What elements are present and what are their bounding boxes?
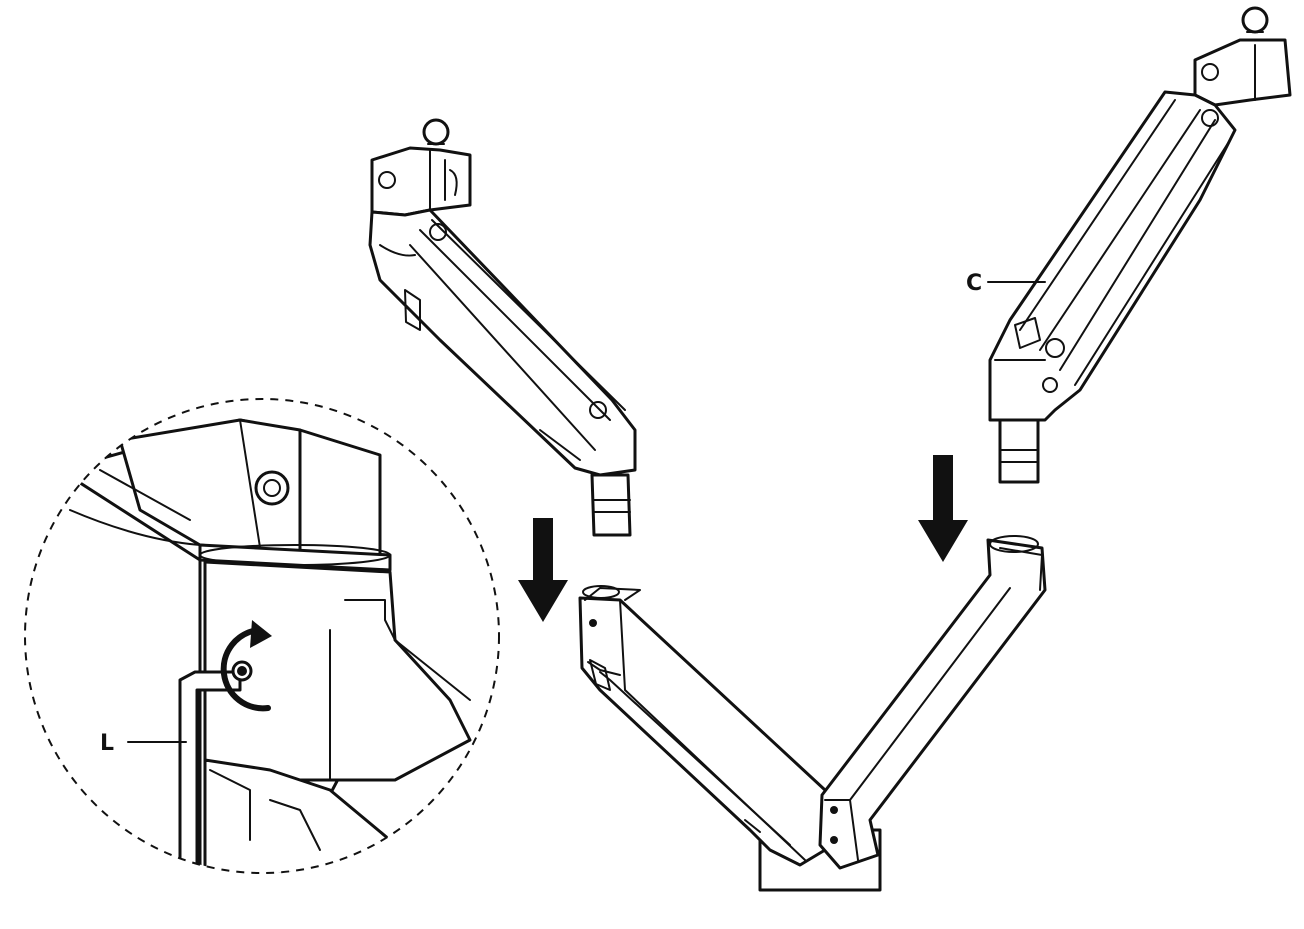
- label-l: L: [100, 731, 114, 756]
- lower-arm-left: [578, 585, 827, 867]
- tilt-head-left: [370, 146, 472, 217]
- arm-body-left: [368, 208, 637, 477]
- tilt-head-right: [1193, 38, 1292, 107]
- inset-boundary: [24, 398, 500, 874]
- detail-inset: [24, 398, 500, 874]
- down-arrow-right-icon: [918, 455, 968, 562]
- base-arm-assembly: [578, 535, 1047, 892]
- upper-arm-left: [368, 118, 637, 537]
- down-arrow-left-icon: [518, 518, 568, 622]
- arm-body-right: [988, 90, 1237, 422]
- lower-arm-right: [818, 535, 1047, 870]
- callout-c: C: [966, 271, 1046, 296]
- connector-post-left: [590, 473, 632, 537]
- clockwise-rotate-arrow-icon: [220, 620, 272, 712]
- callout-l: L: [100, 731, 187, 756]
- upper-arm-right: [988, 6, 1292, 484]
- label-c: C: [966, 271, 982, 296]
